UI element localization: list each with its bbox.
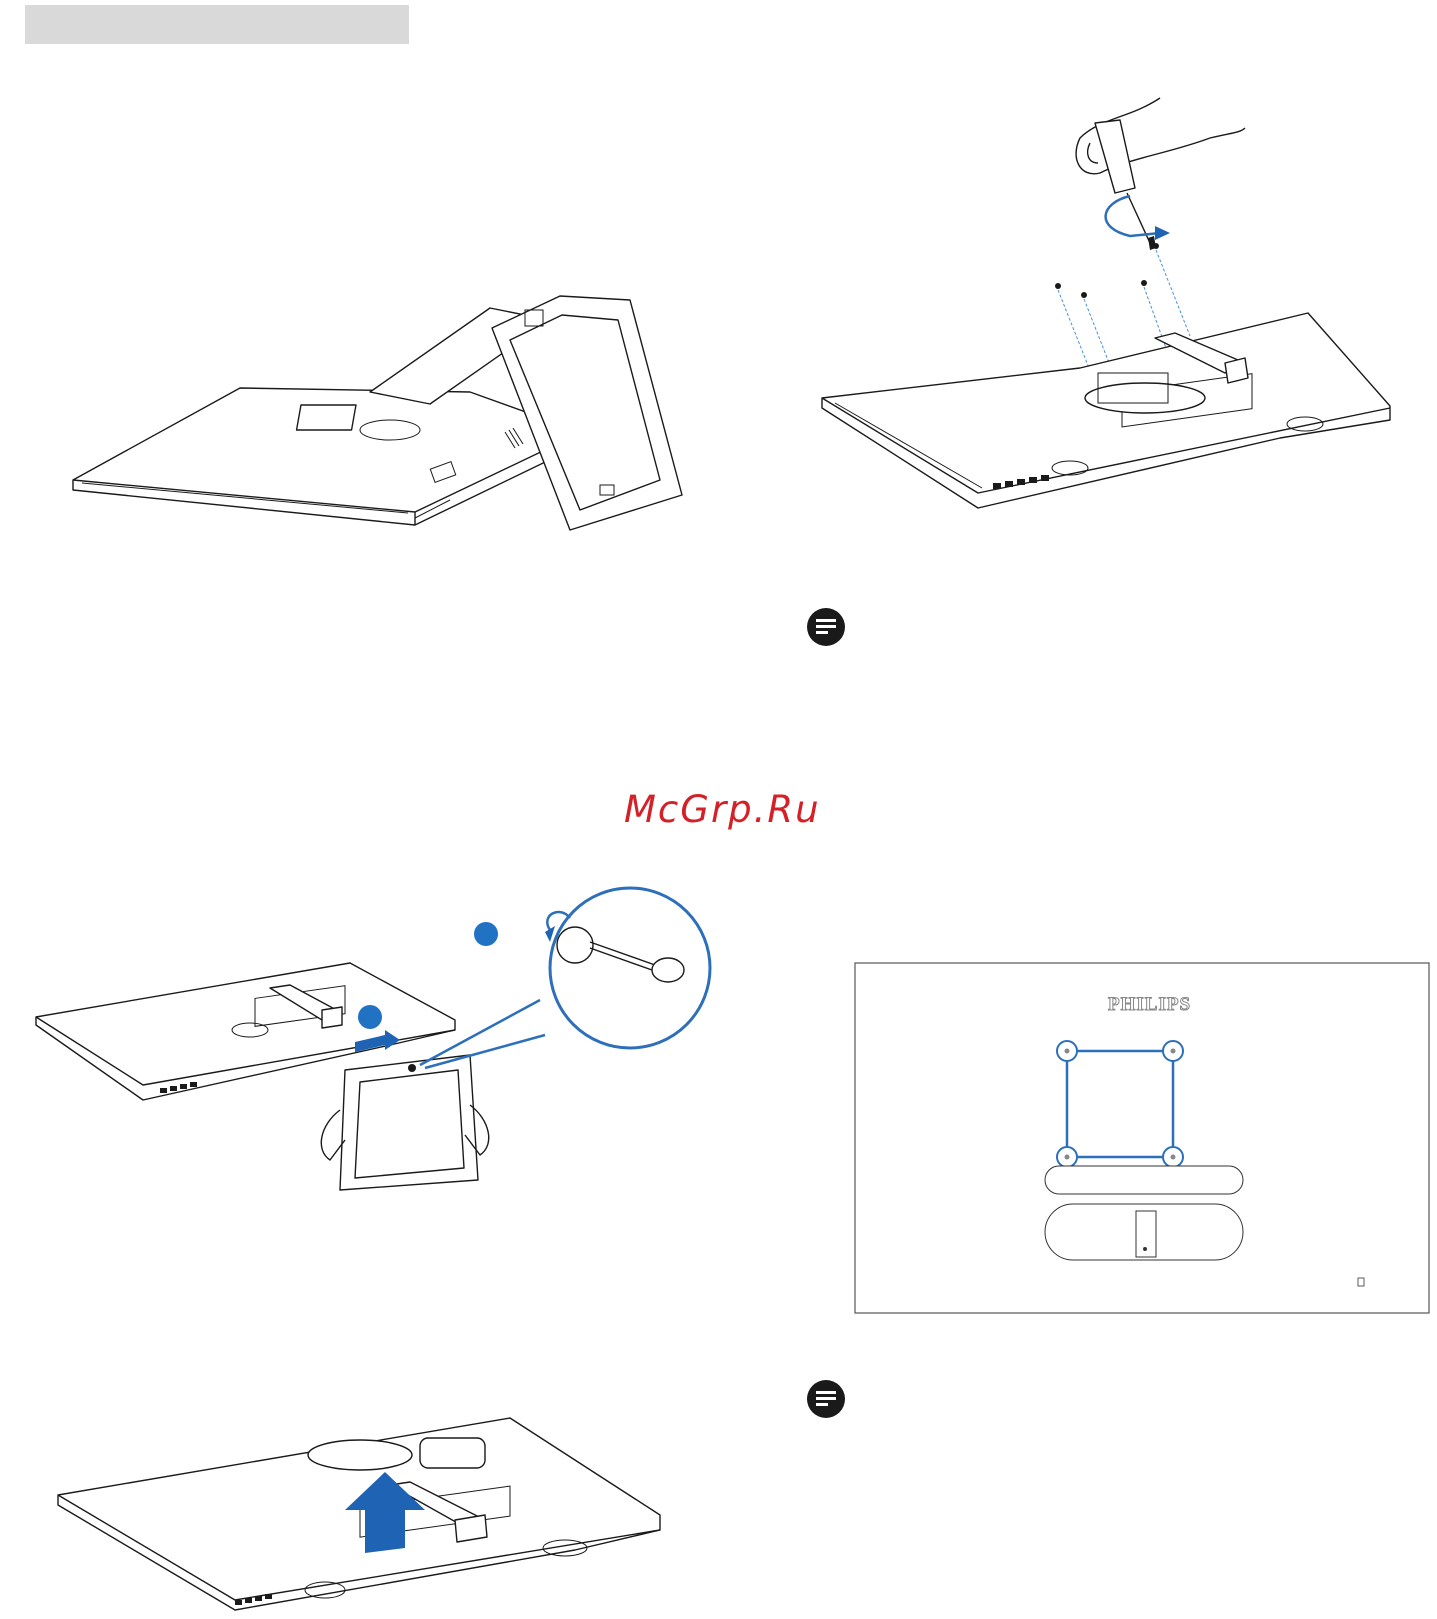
philips-logo: PHILIPS <box>1108 994 1191 1016</box>
note-icon <box>807 608 845 646</box>
watermark: McGrp.Ru <box>624 788 821 831</box>
screw-fastening-illustration <box>830 78 1430 518</box>
note-icon <box>807 1380 845 1418</box>
base-lift-illustration <box>55 1410 665 1615</box>
section-header-bar <box>25 5 409 44</box>
stand-folded-illustration <box>70 280 670 550</box>
stand-removal-illustration <box>30 890 700 1210</box>
